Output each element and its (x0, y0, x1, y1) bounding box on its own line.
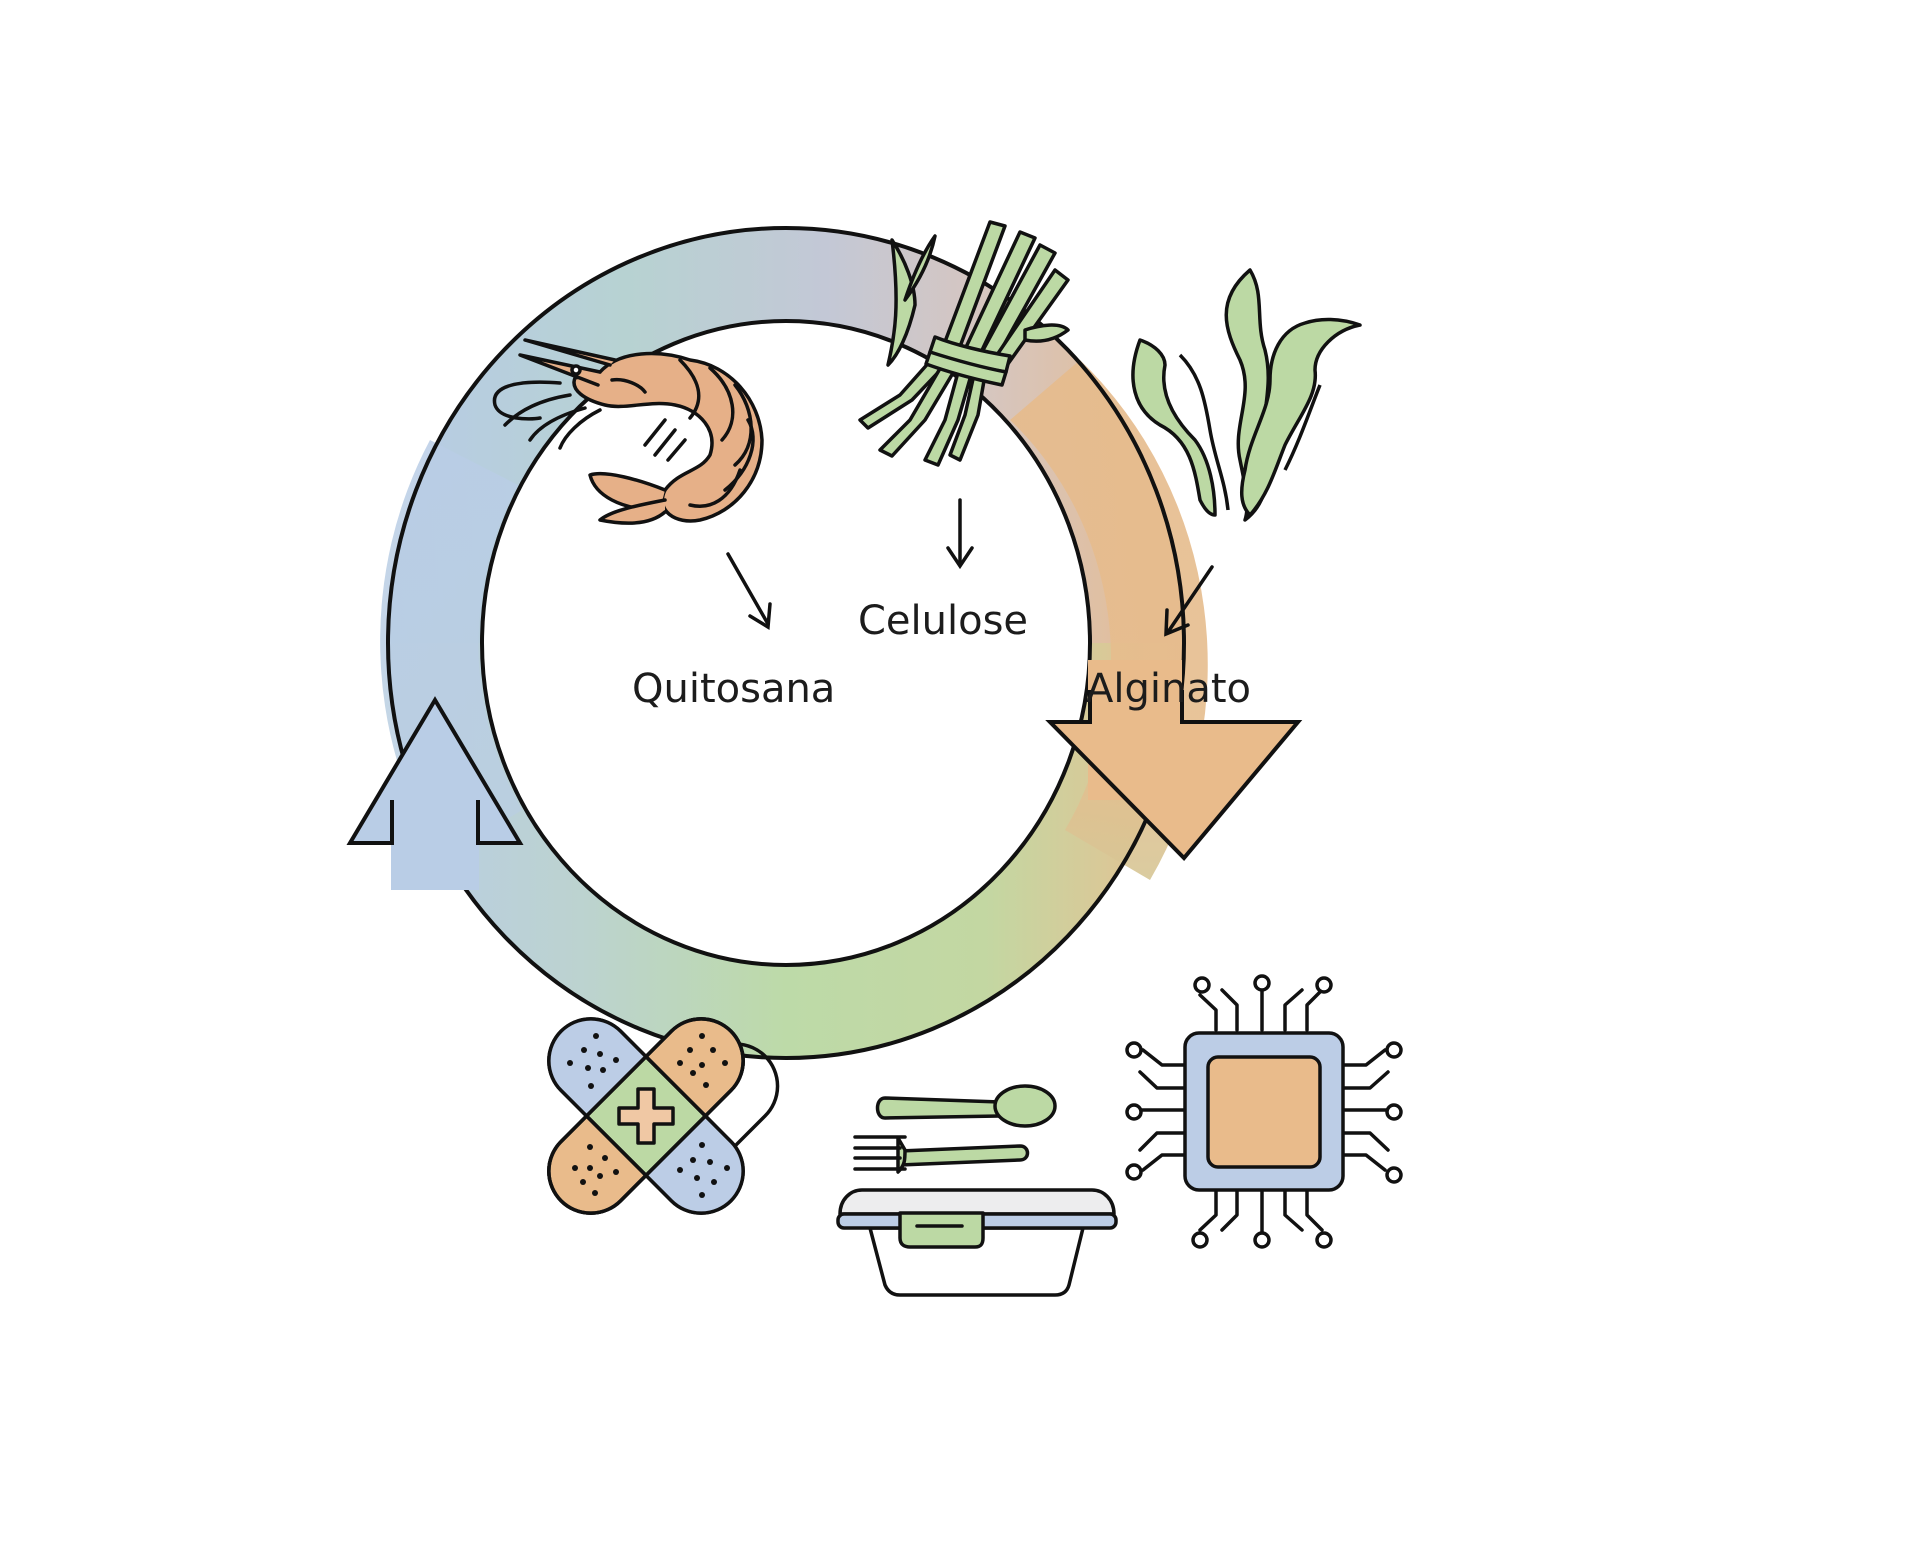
arrow-shrimp-to-quitosana (726, 552, 772, 630)
cycle-arrow-down (1045, 660, 1303, 861)
food-container-cutlery-icon (836, 1084, 1118, 1297)
arrow-down-neck (1092, 680, 1180, 726)
arrow-fiber-to-celulose (946, 498, 974, 570)
seaweed-icon (1131, 268, 1362, 522)
bandage-dots (567, 1033, 730, 1198)
ring-outer-outline (386, 226, 1186, 1060)
ring-inner-outline (480, 319, 1092, 967)
label-celulose: Celulose (858, 598, 1028, 644)
arrow-up-head (346, 696, 524, 845)
chip-core (1206, 1055, 1322, 1169)
spoon-icon (875, 1084, 1057, 1128)
arrow-seaweed-to-alginato (1164, 565, 1214, 637)
container-icon (836, 1188, 1118, 1297)
ring-bottom-segment (388, 643, 1184, 1058)
bandage-icon (547, 1017, 780, 1215)
label-alginato: Alginato (1086, 666, 1251, 712)
arrow-up-neck (394, 838, 476, 868)
cycle-ring (380, 226, 1208, 1060)
label-quitosana: Quitosana (632, 666, 835, 712)
fork-icon (853, 1135, 1030, 1174)
cycle-arrow-up (346, 696, 524, 890)
plant-fiber-bundle-icon (858, 220, 1070, 467)
medical-cross-icon (617, 1087, 675, 1145)
arrow-down-head (1045, 690, 1303, 861)
shrimp-icon (492, 338, 764, 525)
microchip-icon (1125, 974, 1403, 1249)
